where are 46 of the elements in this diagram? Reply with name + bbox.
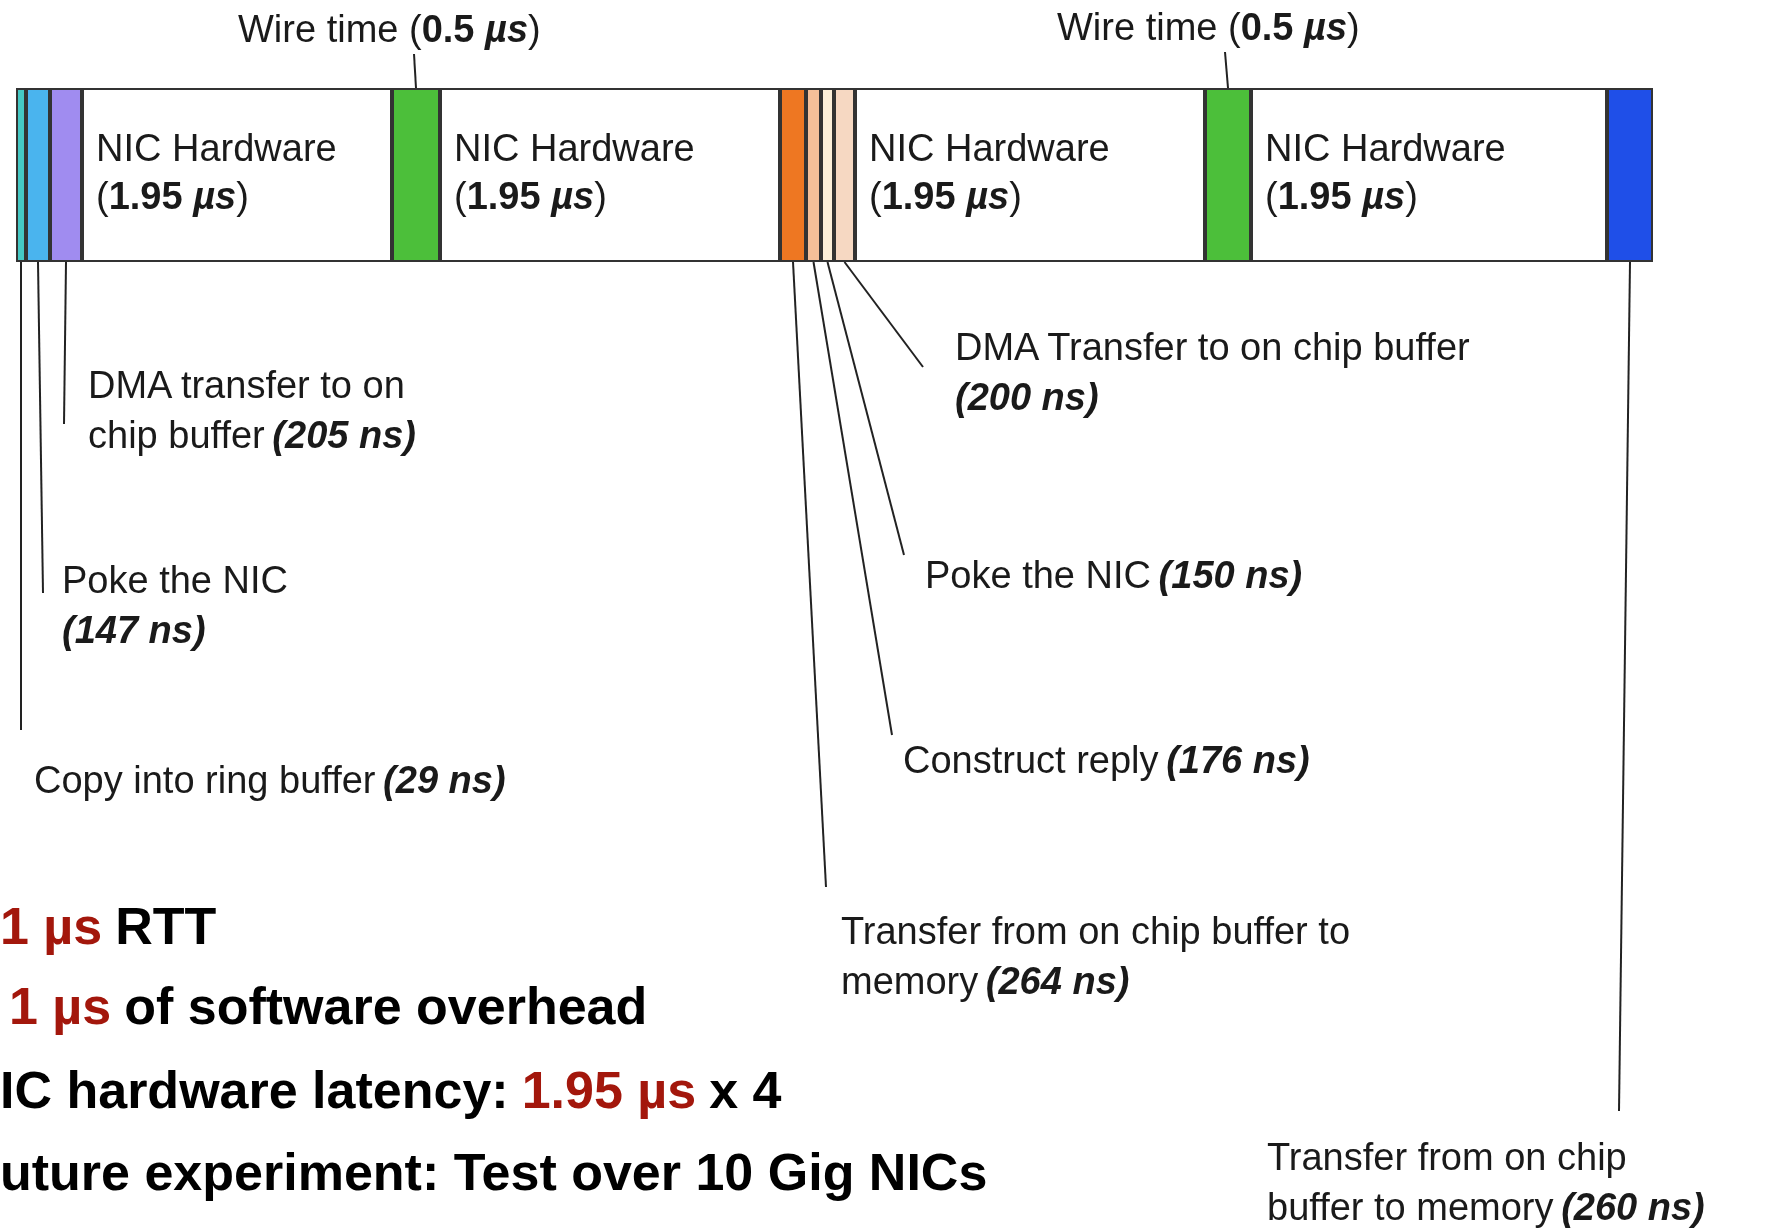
annotation-text: Wire time (0.5 µs) (238, 4, 598, 54)
colored-segment (1607, 88, 1653, 262)
colored-segment (821, 88, 834, 262)
colored-segment (1205, 88, 1251, 262)
leader-line (1618, 261, 1631, 1112)
segment-label: NIC Hardware (1.95 µs) (869, 126, 1111, 219)
leader-line (843, 261, 924, 368)
callout-text: Poke the NIC (150 ns) (925, 550, 1405, 600)
callout-text: Poke the NIC (147 ns) (62, 555, 362, 655)
timeline-segment (440, 88, 780, 262)
summary-text: IC hardware latency: (0, 1062, 509, 1118)
annotation-text: Wire time (0.5 µs) (1057, 2, 1417, 52)
segment-label: NIC Hardware (1.95 µs) (96, 126, 338, 219)
leader-line (37, 261, 44, 594)
summary-text: RTT (115, 898, 217, 954)
summary-text: 1.95 µs (521, 1062, 697, 1118)
colored-segment (392, 88, 440, 262)
summary-text: uture experiment: Test over 10 Gig NICs (0, 1144, 988, 1200)
callout-text: Copy into ring buffer (29 ns) (34, 755, 634, 805)
colored-segment (834, 88, 855, 262)
callout-text: DMA transfer to on chip buffer (205 ns) (88, 360, 468, 460)
callout-text: DMA Transfer to on chip buffer (200 ns) (955, 322, 1555, 422)
summary-text: 1 µs (9, 978, 112, 1034)
segment-label: NIC Hardware (1.95 µs) (454, 126, 696, 219)
colored-segment (26, 88, 50, 262)
colored-segment (50, 88, 82, 262)
timeline-segment (1251, 88, 1607, 262)
callout-text: Transfer from on chip buffer to memory (264 ns) (841, 906, 1381, 1006)
timeline-segment (855, 88, 1205, 262)
segment-label: NIC Hardware (1.95 µs) (1265, 126, 1507, 219)
leader-line (826, 261, 905, 556)
leader-line (20, 261, 22, 731)
leader-line (1224, 51, 1229, 89)
timeline-segment (82, 88, 392, 262)
colored-segment (806, 88, 821, 262)
summary-text: 1 µs (0, 898, 103, 954)
callout-text: Construct reply (176 ns) (903, 735, 1423, 785)
leader-line (792, 261, 827, 888)
summary-text: of software overhead (124, 978, 648, 1034)
colored-segment (16, 88, 26, 262)
leader-line (63, 261, 67, 425)
summary-text: x 4 (709, 1062, 782, 1118)
colored-segment (780, 88, 806, 262)
leader-line (812, 261, 893, 736)
callout-text: Transfer from on chip buffer to memory (260 ns) (1267, 1132, 1717, 1229)
leader-line (413, 53, 417, 89)
